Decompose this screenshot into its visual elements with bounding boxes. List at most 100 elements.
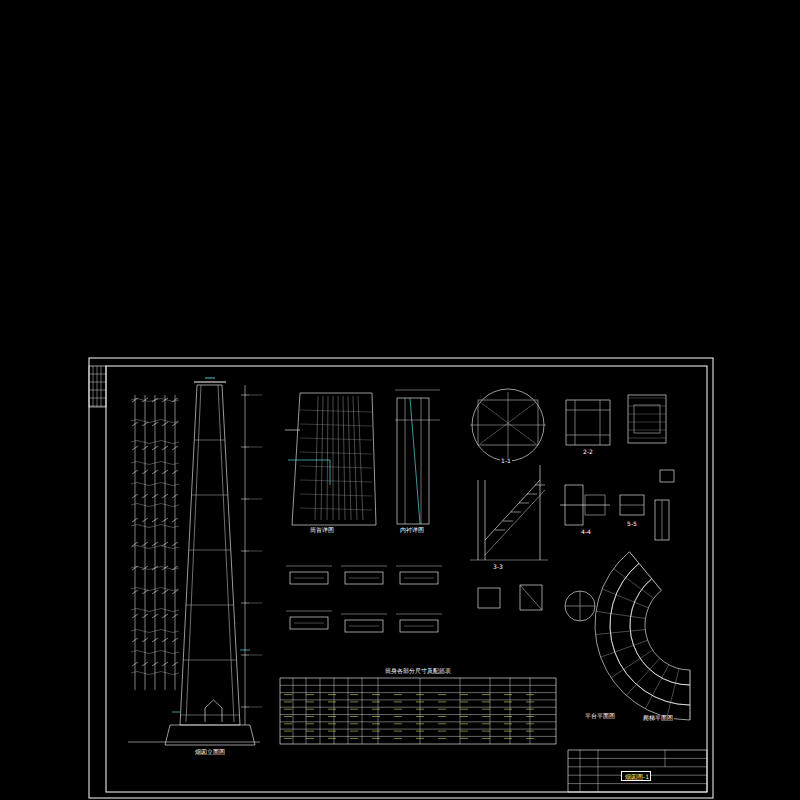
drawing-line	[416, 694, 424, 695]
drawing-line	[249, 603, 262, 604]
drawing-line	[300, 393, 372, 394]
drawing-line	[145, 395, 146, 690]
drawing-line	[530, 678, 531, 744]
drawing-line	[328, 701, 336, 702]
drawing-line	[480, 402, 536, 444]
drawing-line	[132, 614, 138, 618]
drawing-line	[568, 758, 707, 759]
drawing-line	[600, 400, 601, 445]
drawing-line	[526, 709, 534, 710]
dimension-wave	[131, 420, 179, 423]
drawing-line	[128, 742, 260, 743]
drawing-line	[97, 366, 98, 407]
drawing-line	[89, 382, 106, 383]
drawing-line	[480, 402, 536, 444]
drawing-line	[306, 716, 314, 717]
drawing-line	[350, 738, 358, 739]
drawing-rect	[106, 366, 707, 792]
dimension-wave	[131, 525, 179, 528]
drawing-line	[353, 396, 357, 520]
drawing-line	[460, 716, 468, 717]
drawing-line	[482, 694, 490, 695]
platform-arc	[595, 552, 690, 720]
drawing-line	[372, 694, 380, 695]
drawing-line	[396, 566, 442, 567]
drawing-line	[241, 499, 249, 500]
drawing-rect	[89, 358, 713, 798]
drawing-line	[438, 723, 446, 724]
drawing-line	[280, 699, 556, 700]
dimension-wave	[131, 609, 179, 612]
drawing-line	[575, 400, 576, 445]
dimension-wave	[131, 504, 179, 507]
drawing-line	[394, 723, 402, 724]
drawing-line	[504, 731, 512, 732]
drawing-line	[172, 712, 180, 713]
drawing-line	[485, 480, 486, 560]
drawing-line	[460, 701, 468, 702]
drawing-line	[338, 396, 339, 520]
drawing-line	[328, 738, 336, 739]
drawing-line	[292, 525, 376, 526]
drawing-rect	[89, 366, 106, 407]
drawing-line	[566, 435, 610, 436]
drawing-line	[520, 585, 542, 610]
drawing-line	[478, 480, 479, 560]
drawing-line	[526, 723, 534, 724]
drawing-line	[286, 611, 332, 612]
drawing-line	[349, 578, 379, 579]
drawing-line	[328, 716, 336, 717]
view-label: 4-4	[580, 529, 592, 535]
drawing-outline	[186, 385, 201, 722]
drawing-line	[416, 723, 424, 724]
drawing-line	[334, 678, 335, 744]
drawing-line	[416, 716, 424, 717]
drawing-line	[162, 542, 168, 546]
drawing-line	[293, 678, 294, 744]
drawing-outline	[218, 385, 234, 722]
drawing-line	[241, 707, 249, 708]
drawing-line	[249, 707, 262, 708]
drawing-line	[504, 723, 512, 724]
drawing-line	[321, 396, 323, 520]
drawing-line	[470, 560, 548, 561]
drawing-line	[172, 542, 178, 546]
drawing-rect	[280, 678, 556, 744]
dimension-wave	[131, 651, 179, 654]
drawing-line	[172, 446, 178, 450]
drawing-line	[300, 466, 372, 468]
drawing-line	[284, 738, 292, 739]
title-cell: 烟囱图-1	[621, 771, 651, 781]
drawing-line	[89, 398, 106, 399]
drawing-line	[438, 694, 446, 695]
drawing-line	[438, 701, 446, 702]
dimension-wave	[131, 546, 179, 549]
drawing-line	[526, 701, 534, 702]
drawing-line	[350, 694, 358, 695]
drawing-outline	[485, 490, 545, 555]
drawing-line	[348, 678, 349, 744]
drawing-line	[249, 395, 262, 396]
drawing-outline	[372, 393, 376, 525]
drawing-line	[89, 390, 106, 391]
view-label: 2-2	[582, 449, 594, 455]
dimension-wave	[131, 462, 179, 465]
platform-arc	[630, 579, 690, 685]
drawing-line	[306, 701, 314, 702]
drawing-line	[152, 590, 158, 594]
drawing-line	[142, 614, 148, 618]
drawing-line	[280, 721, 556, 722]
drawing-outline	[292, 393, 300, 525]
drawing-line	[249, 655, 262, 656]
drawing-line	[300, 452, 372, 454]
drawing-line	[416, 701, 424, 702]
drawing-line	[132, 446, 138, 450]
detail-circle	[565, 591, 595, 621]
drawing-line	[460, 731, 468, 732]
drawing-line	[280, 707, 556, 708]
drawing-line	[410, 398, 420, 524]
drawing-line	[194, 440, 225, 441]
drawing-line	[132, 518, 138, 522]
drawing-line	[306, 678, 307, 744]
drawing-line	[162, 470, 168, 474]
